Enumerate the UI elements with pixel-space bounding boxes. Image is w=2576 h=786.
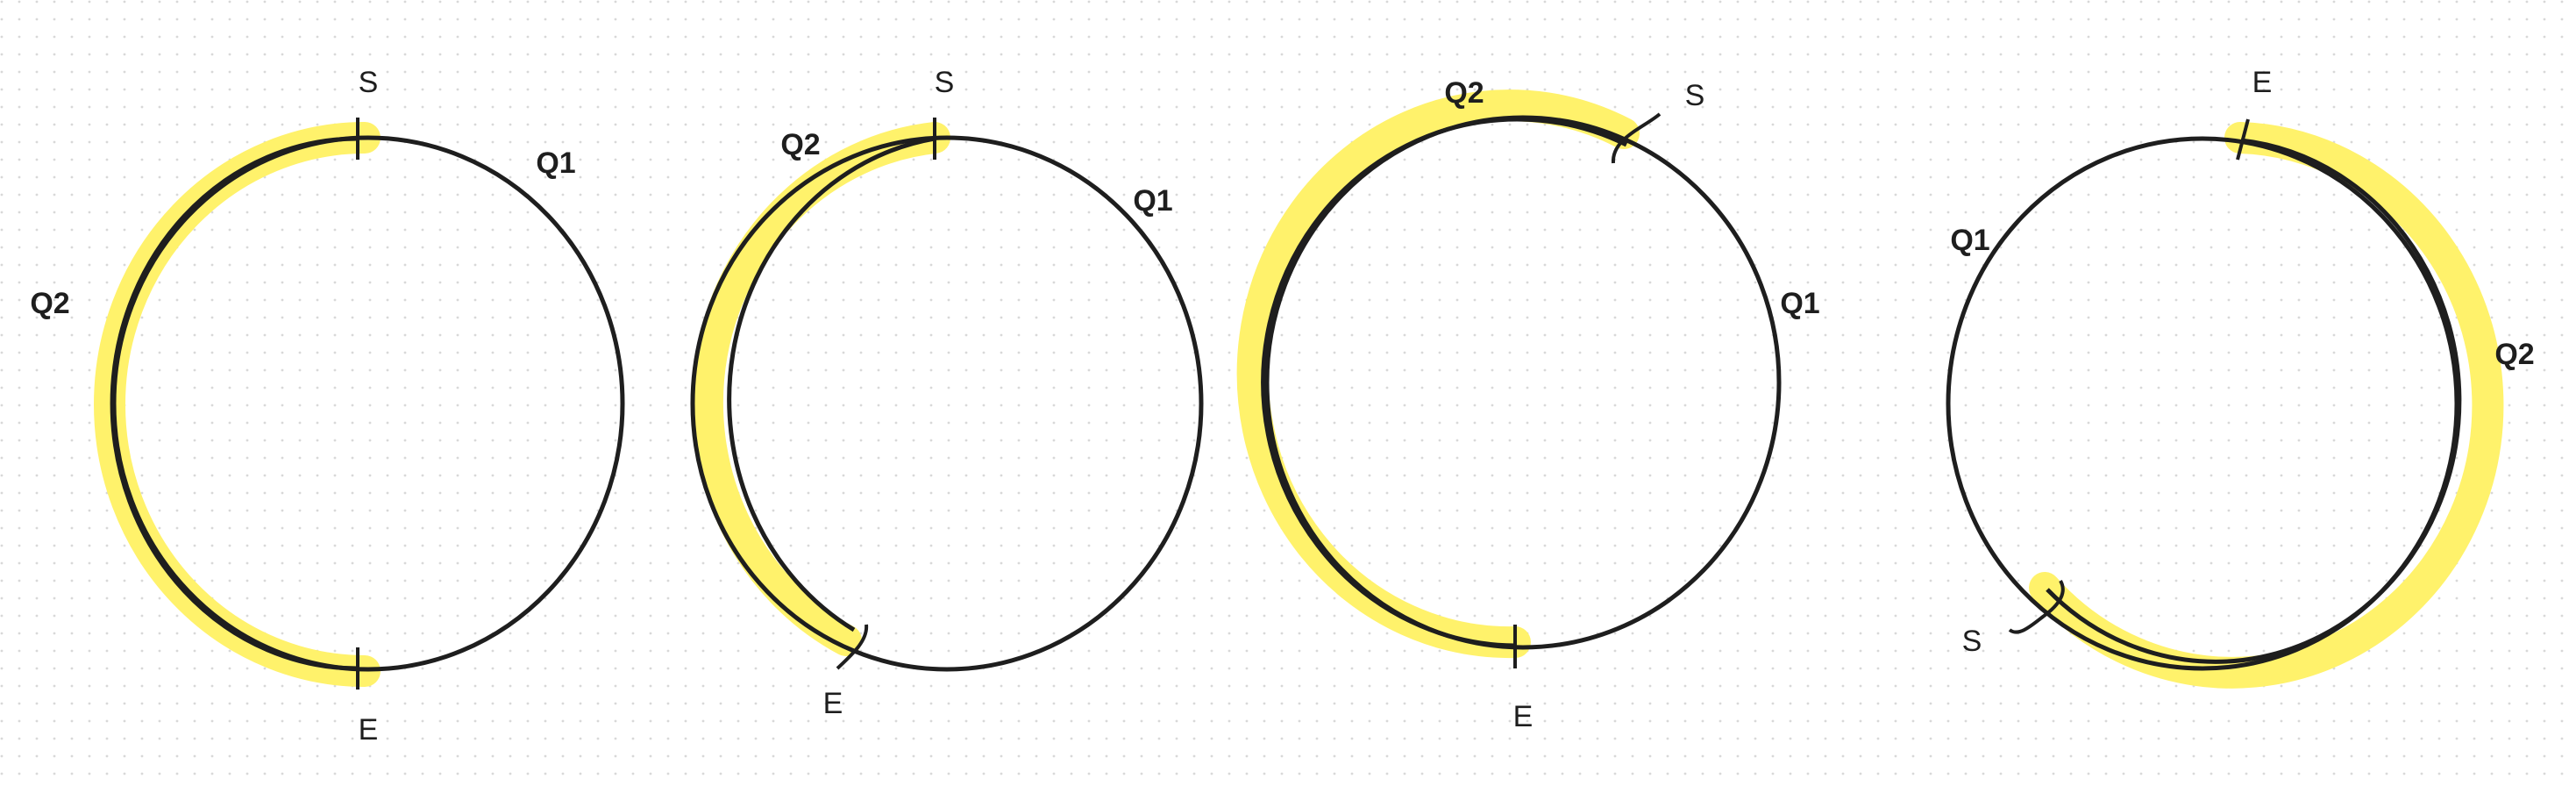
q2-path-arc [727, 136, 936, 632]
circle-outline [690, 135, 1204, 672]
diagram-2: S E Q1 Q2 [690, 66, 1204, 720]
start-label: S [1685, 79, 1705, 112]
q2-label: Q2 [30, 287, 69, 320]
q2-highlight-arc [691, 122, 950, 656]
diagram-4: E S Q1 Q2 [1946, 66, 2535, 689]
q1-label: Q1 [1780, 287, 1819, 320]
q2-path-arc [2046, 138, 2462, 664]
start-tick [2008, 580, 2065, 634]
q1-label: Q1 [536, 146, 575, 180]
start-tick [1611, 112, 1662, 164]
end-label: E [359, 713, 379, 747]
end-tick [836, 624, 869, 670]
diagram-1: S E Q1 Q2 [30, 66, 625, 747]
start-label: S [935, 66, 955, 99]
end-label: E [1513, 700, 1534, 733]
q2-label: Q2 [1444, 76, 1484, 110]
q2-label: Q2 [2494, 338, 2534, 371]
end-label: E [2252, 66, 2273, 99]
end-label: E [823, 687, 843, 720]
q1-label: Q1 [1950, 224, 1989, 257]
start-label: S [359, 66, 379, 99]
q2-label: Q2 [780, 128, 820, 161]
end-tick [2236, 118, 2250, 161]
start-label: S [1962, 625, 1982, 658]
q1-label: Q1 [1133, 184, 1172, 218]
circle-outline [1946, 136, 2459, 671]
q2-path-arc [1261, 117, 1628, 648]
diagram-3: S E Q1 Q2 [1236, 76, 1820, 733]
q2-path-arc [110, 136, 359, 671]
